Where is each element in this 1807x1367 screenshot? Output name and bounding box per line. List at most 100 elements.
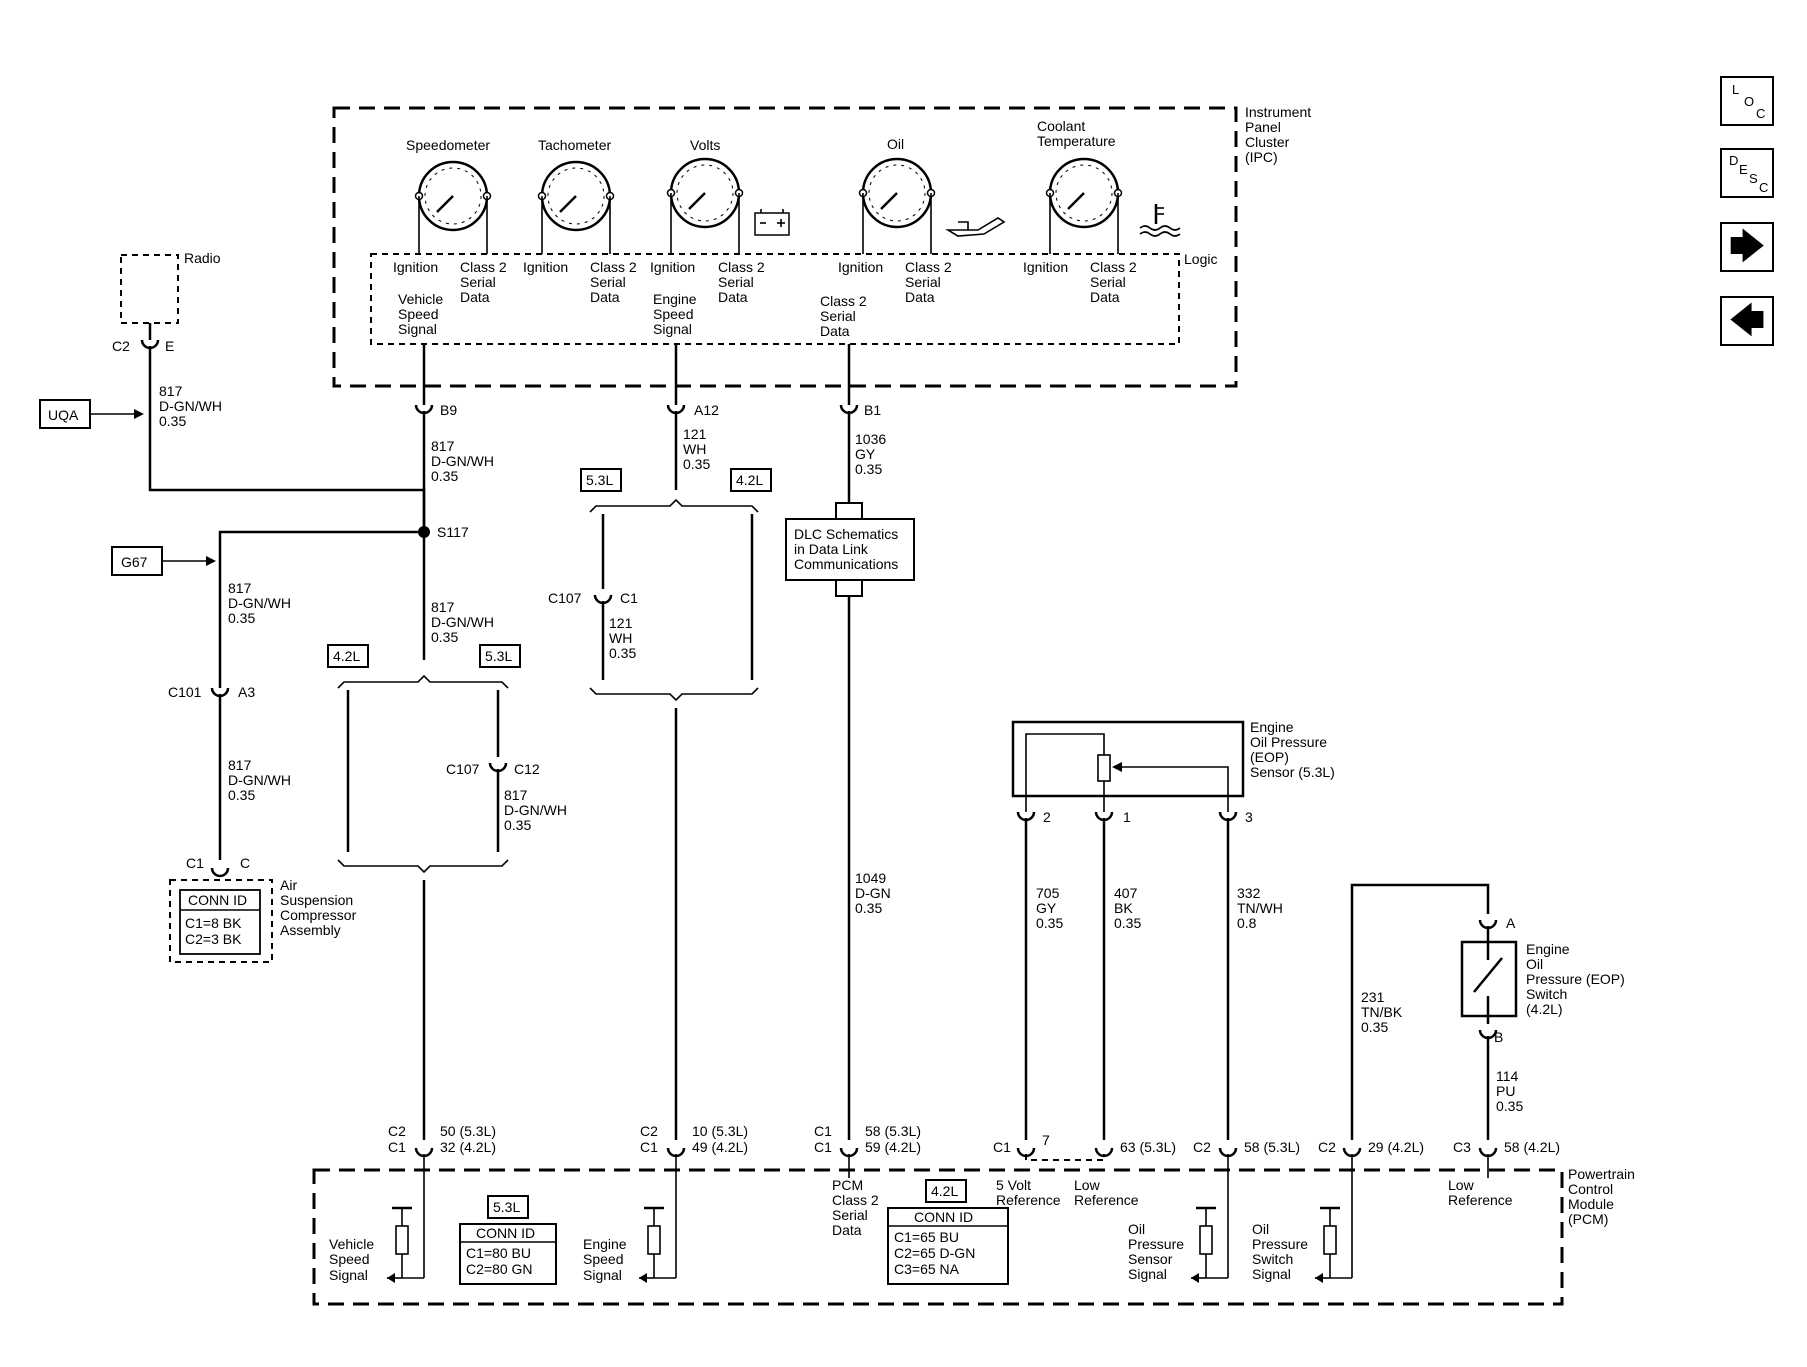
- svg-text:10 (5.3L): 10 (5.3L): [692, 1123, 748, 1139]
- svg-text:Speed: Speed: [653, 306, 693, 322]
- coolant-temperature-gauge: Coolant Temperature: [1037, 118, 1181, 254]
- svg-text:0.35: 0.35: [855, 900, 882, 916]
- svg-text:705: 705: [1036, 885, 1060, 901]
- svg-text:(EOP): (EOP): [1250, 749, 1289, 765]
- svg-text:C3=65 NA: C3=65 NA: [894, 1261, 960, 1277]
- svg-text:D-GN/WH: D-GN/WH: [504, 802, 567, 818]
- svg-text:C1: C1: [620, 590, 638, 606]
- svg-text:Oil: Oil: [887, 136, 904, 152]
- wire-817-radio: [148, 346, 426, 532]
- svg-text:Class 2: Class 2: [460, 259, 507, 275]
- svg-text:0.8: 0.8: [1237, 915, 1257, 931]
- svg-text:Vehicle: Vehicle: [329, 1236, 374, 1252]
- svg-text:(PCM): (PCM): [1568, 1211, 1608, 1227]
- svg-text:UQA: UQA: [48, 407, 79, 423]
- switch-contact-icon: [1473, 957, 1503, 993]
- svg-text:Sensor (5.3L): Sensor (5.3L): [1250, 764, 1335, 780]
- svg-text:D-GN/WH: D-GN/WH: [228, 772, 291, 788]
- svg-text:C2=80 GN: C2=80 GN: [466, 1261, 533, 1277]
- svg-text:50 (5.3L): 50 (5.3L): [440, 1123, 496, 1139]
- svg-text:Data: Data: [590, 289, 620, 305]
- svg-text:817: 817: [228, 757, 252, 773]
- svg-text:407: 407: [1114, 885, 1138, 901]
- dlc-schematics-link[interactable]: [785, 518, 915, 581]
- svg-text:C1=65 BU: C1=65 BU: [894, 1229, 959, 1245]
- svg-text:2: 2: [1043, 809, 1051, 825]
- svg-text:5.3L: 5.3L: [493, 1199, 520, 1215]
- svg-text:7: 7: [1042, 1132, 1050, 1148]
- svg-text:0.35: 0.35: [431, 629, 458, 645]
- svg-text:Data: Data: [1090, 289, 1120, 305]
- svg-text:B1: B1: [864, 402, 881, 418]
- svg-text:(IPC): (IPC): [1245, 149, 1278, 165]
- ipc-label: Instrument Panel Cluster (IPC): [1245, 104, 1311, 165]
- desc-button[interactable]: D E S C: [1720, 148, 1774, 198]
- eop-sensor-box: [1011, 720, 1245, 798]
- previous-page-button[interactable]: 🡄: [1720, 296, 1774, 346]
- volts-gauge: Volts: [666, 137, 790, 254]
- svg-text:Oil: Oil: [1252, 1221, 1269, 1237]
- svg-text:Class 2: Class 2: [905, 259, 952, 275]
- svg-text:C: C: [240, 855, 250, 871]
- svg-text:C3: C3: [1453, 1139, 1471, 1155]
- svg-text:Data: Data: [820, 323, 850, 339]
- svg-text:121: 121: [683, 426, 707, 442]
- svg-text:231: 231: [1361, 989, 1385, 1005]
- svg-text:Engine: Engine: [653, 291, 697, 307]
- svg-text:C2=3 BK: C2=3 BK: [185, 931, 242, 947]
- svg-text:C1: C1: [814, 1123, 832, 1139]
- svg-text:0.35: 0.35: [855, 461, 882, 477]
- svg-text:Class 2: Class 2: [590, 259, 637, 275]
- loc-button[interactable]: L O C: [1720, 76, 1774, 126]
- svg-text:Serial: Serial: [590, 274, 626, 290]
- svg-text:S117: S117: [437, 524, 469, 540]
- svg-text:TN/BK: TN/BK: [1361, 1004, 1403, 1020]
- svg-text:GY: GY: [855, 446, 876, 462]
- svg-text:Control: Control: [1568, 1181, 1613, 1197]
- svg-text:Engine: Engine: [1250, 719, 1294, 735]
- svg-text:G67: G67: [121, 554, 148, 570]
- svg-text:0.35: 0.35: [1036, 915, 1063, 931]
- svg-text:817: 817: [159, 383, 183, 399]
- g67-ref-box[interactable]: [111, 546, 163, 576]
- svg-text:A12: A12: [694, 402, 719, 418]
- svg-text:WH: WH: [683, 441, 706, 457]
- svg-text:D-GN/WH: D-GN/WH: [431, 453, 494, 469]
- svg-text:A3: A3: [238, 684, 255, 700]
- next-page-button[interactable]: 🡆: [1720, 222, 1774, 272]
- svg-text:C1: C1: [186, 855, 204, 871]
- svg-text:Sensor: Sensor: [1128, 1251, 1173, 1267]
- svg-text:C2: C2: [640, 1123, 658, 1139]
- svg-text:C2: C2: [1318, 1139, 1336, 1155]
- svg-text:Speed: Speed: [583, 1251, 623, 1267]
- svg-text:D-GN/WH: D-GN/WH: [228, 595, 291, 611]
- svg-text:58 (4.2L): 58 (4.2L): [1504, 1139, 1560, 1155]
- svg-text:Panel: Panel: [1245, 119, 1281, 135]
- svg-text:3: 3: [1245, 809, 1253, 825]
- svg-text:C1=8 BK: C1=8 BK: [185, 915, 242, 931]
- ipc-outline: [332, 106, 1238, 388]
- wiring-schematic: Instrument Panel Cluster (IPC) Logic Spe…: [39, 104, 1635, 1306]
- svg-text:29 (4.2L): 29 (4.2L): [1368, 1139, 1424, 1155]
- svg-text:1049: 1049: [855, 870, 886, 886]
- svg-text:CONN ID: CONN ID: [476, 1225, 535, 1241]
- svg-text:D-GN/WH: D-GN/WH: [159, 398, 222, 414]
- svg-text:Compressor: Compressor: [280, 907, 357, 923]
- svg-text:0.35: 0.35: [1361, 1019, 1388, 1035]
- svg-text:Reference: Reference: [996, 1192, 1061, 1208]
- svg-text:Reference: Reference: [1448, 1192, 1513, 1208]
- svg-text:5.3L: 5.3L: [485, 648, 512, 664]
- svg-text:Volts: Volts: [690, 137, 720, 153]
- svg-text:Class 2: Class 2: [1090, 259, 1137, 275]
- svg-text:817: 817: [431, 599, 455, 615]
- svg-text:Oil Pressure: Oil Pressure: [1250, 734, 1327, 750]
- svg-text:C1=80 BU: C1=80 BU: [466, 1245, 531, 1261]
- svg-text:0.35: 0.35: [431, 468, 458, 484]
- svg-text:Ignition: Ignition: [1023, 259, 1068, 275]
- svg-text:817: 817: [431, 438, 455, 454]
- svg-text:Class 2: Class 2: [820, 293, 867, 309]
- svg-text:Signal: Signal: [1128, 1266, 1167, 1282]
